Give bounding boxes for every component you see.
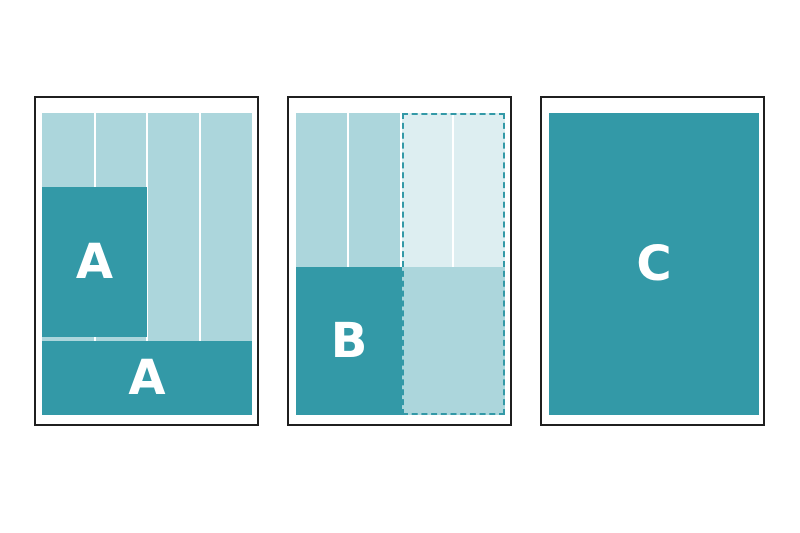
content-block-a-bottom: A: [42, 341, 252, 415]
block-label: A: [75, 234, 114, 290]
block-label: A: [128, 350, 166, 406]
dashed-outline: [402, 113, 505, 415]
layout-b: B: [287, 96, 512, 426]
layout-a: A A: [34, 96, 259, 426]
placeholder-block: [402, 267, 505, 415]
content-block-a-top: A: [42, 187, 147, 337]
layout-c: C: [540, 96, 765, 426]
content-block-c: C: [549, 113, 759, 415]
block-label: B: [330, 313, 368, 369]
block-label: C: [636, 236, 672, 292]
content-block-b: B: [296, 267, 402, 415]
